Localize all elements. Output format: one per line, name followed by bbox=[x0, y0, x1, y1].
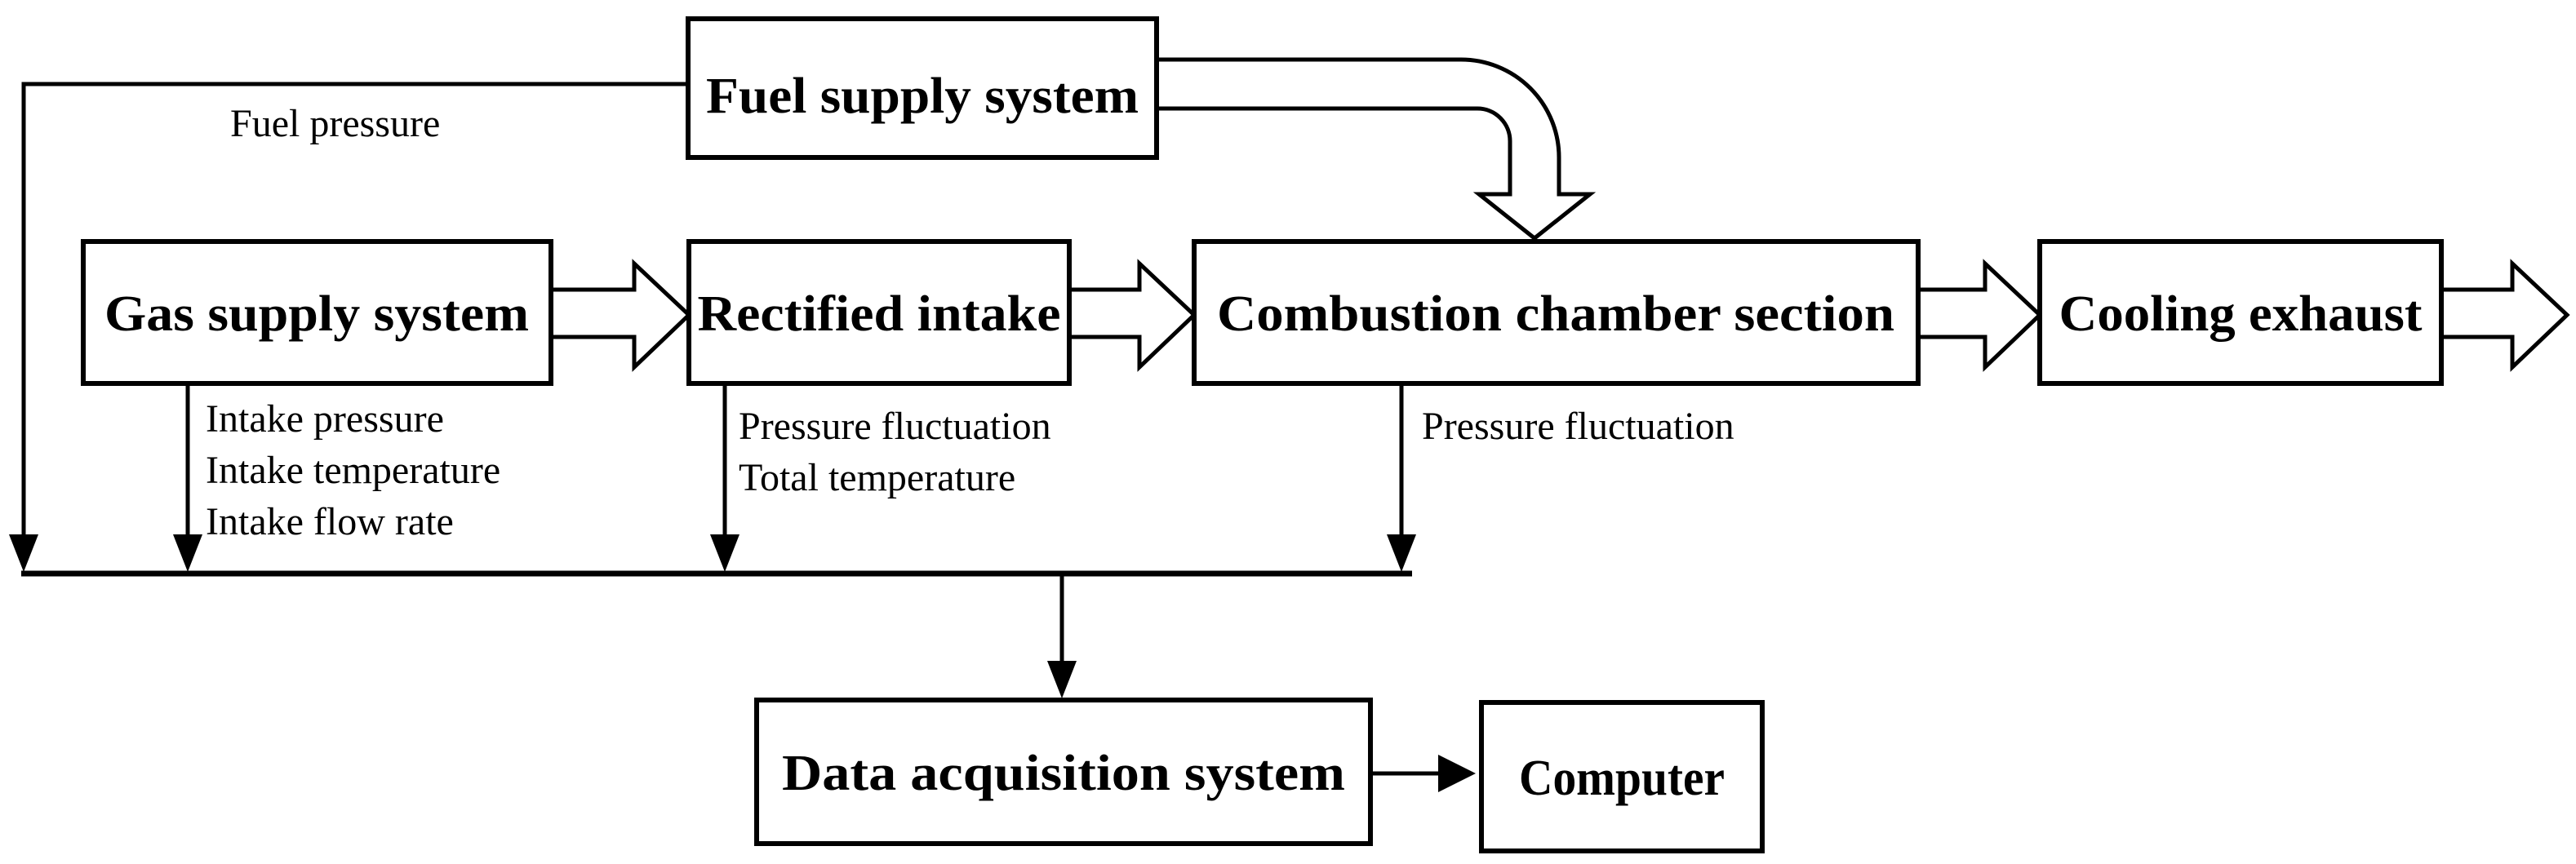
combustion-chamber-node: Combustion chamber section bbox=[1192, 239, 1921, 386]
combustion-chamber-label: Combustion chamber section bbox=[1217, 286, 1894, 342]
gas-sensor-label-2: Intake temperature bbox=[206, 449, 500, 492]
combustion-sensor-arrowhead bbox=[1387, 534, 1416, 572]
fuel-pressure-label: Fuel pressure bbox=[230, 102, 440, 145]
fuel-supply-node: Fuel supply system bbox=[686, 16, 1159, 160]
combustion-sensor-label-1: Pressure fluctuation bbox=[1422, 405, 1734, 448]
rectified-intake-node: Rectified intake bbox=[686, 239, 1072, 386]
rectified-intake-box bbox=[686, 239, 1072, 386]
rectified-sensor-label-1: Pressure fluctuation bbox=[739, 405, 1051, 448]
flow-arrow-exhaust-outlet bbox=[2439, 259, 2570, 372]
combustion-chamber-box bbox=[1192, 239, 1921, 386]
data-acquisition-node: Data acquisition system bbox=[754, 698, 1373, 846]
data-acquisition-label: Data acquisition system bbox=[782, 746, 1345, 801]
gas-sensor-label-1: Intake pressure bbox=[206, 397, 444, 441]
computer-box bbox=[1479, 700, 1765, 853]
flow-arrow-gas-to-rectified bbox=[549, 259, 692, 372]
fuel-supply-label: Fuel supply system bbox=[706, 69, 1139, 124]
gas-supply-box bbox=[81, 239, 553, 386]
computer-label: Computer bbox=[1519, 751, 1725, 806]
rectified-sensor-arrowhead bbox=[710, 534, 739, 572]
gas-sensor-arrowhead bbox=[173, 534, 202, 572]
cooling-exhaust-node: Cooling exhaust bbox=[2037, 239, 2444, 386]
rectified-intake-label: Rectified intake bbox=[698, 286, 1061, 342]
bus-to-daq-arrowhead bbox=[1047, 661, 1077, 698]
daq-to-computer-arrowhead bbox=[1438, 755, 1476, 792]
flow-arrow-combustion-to-cooling bbox=[1916, 259, 2043, 372]
data-acquisition-box bbox=[754, 698, 1373, 846]
cooling-exhaust-box bbox=[2037, 239, 2444, 386]
fuel-supply-box bbox=[686, 16, 1159, 160]
fuel-to-combustion-elbow-arrow bbox=[1154, 57, 1597, 241]
gas-supply-node: Gas supply system bbox=[81, 239, 553, 386]
fuel-pressure-arrowhead bbox=[9, 534, 38, 572]
gas-supply-label: Gas supply system bbox=[104, 286, 529, 342]
cooling-exhaust-label: Cooling exhaust bbox=[2059, 286, 2423, 342]
gas-sensor-label-3: Intake flow rate bbox=[206, 500, 454, 543]
flow-arrow-rectified-to-combustion bbox=[1067, 259, 1197, 372]
fuel-pressure-line bbox=[21, 82, 688, 563]
computer-node: Computer bbox=[1479, 700, 1765, 853]
rectified-sensor-label-2: Total temperature bbox=[739, 456, 1015, 499]
